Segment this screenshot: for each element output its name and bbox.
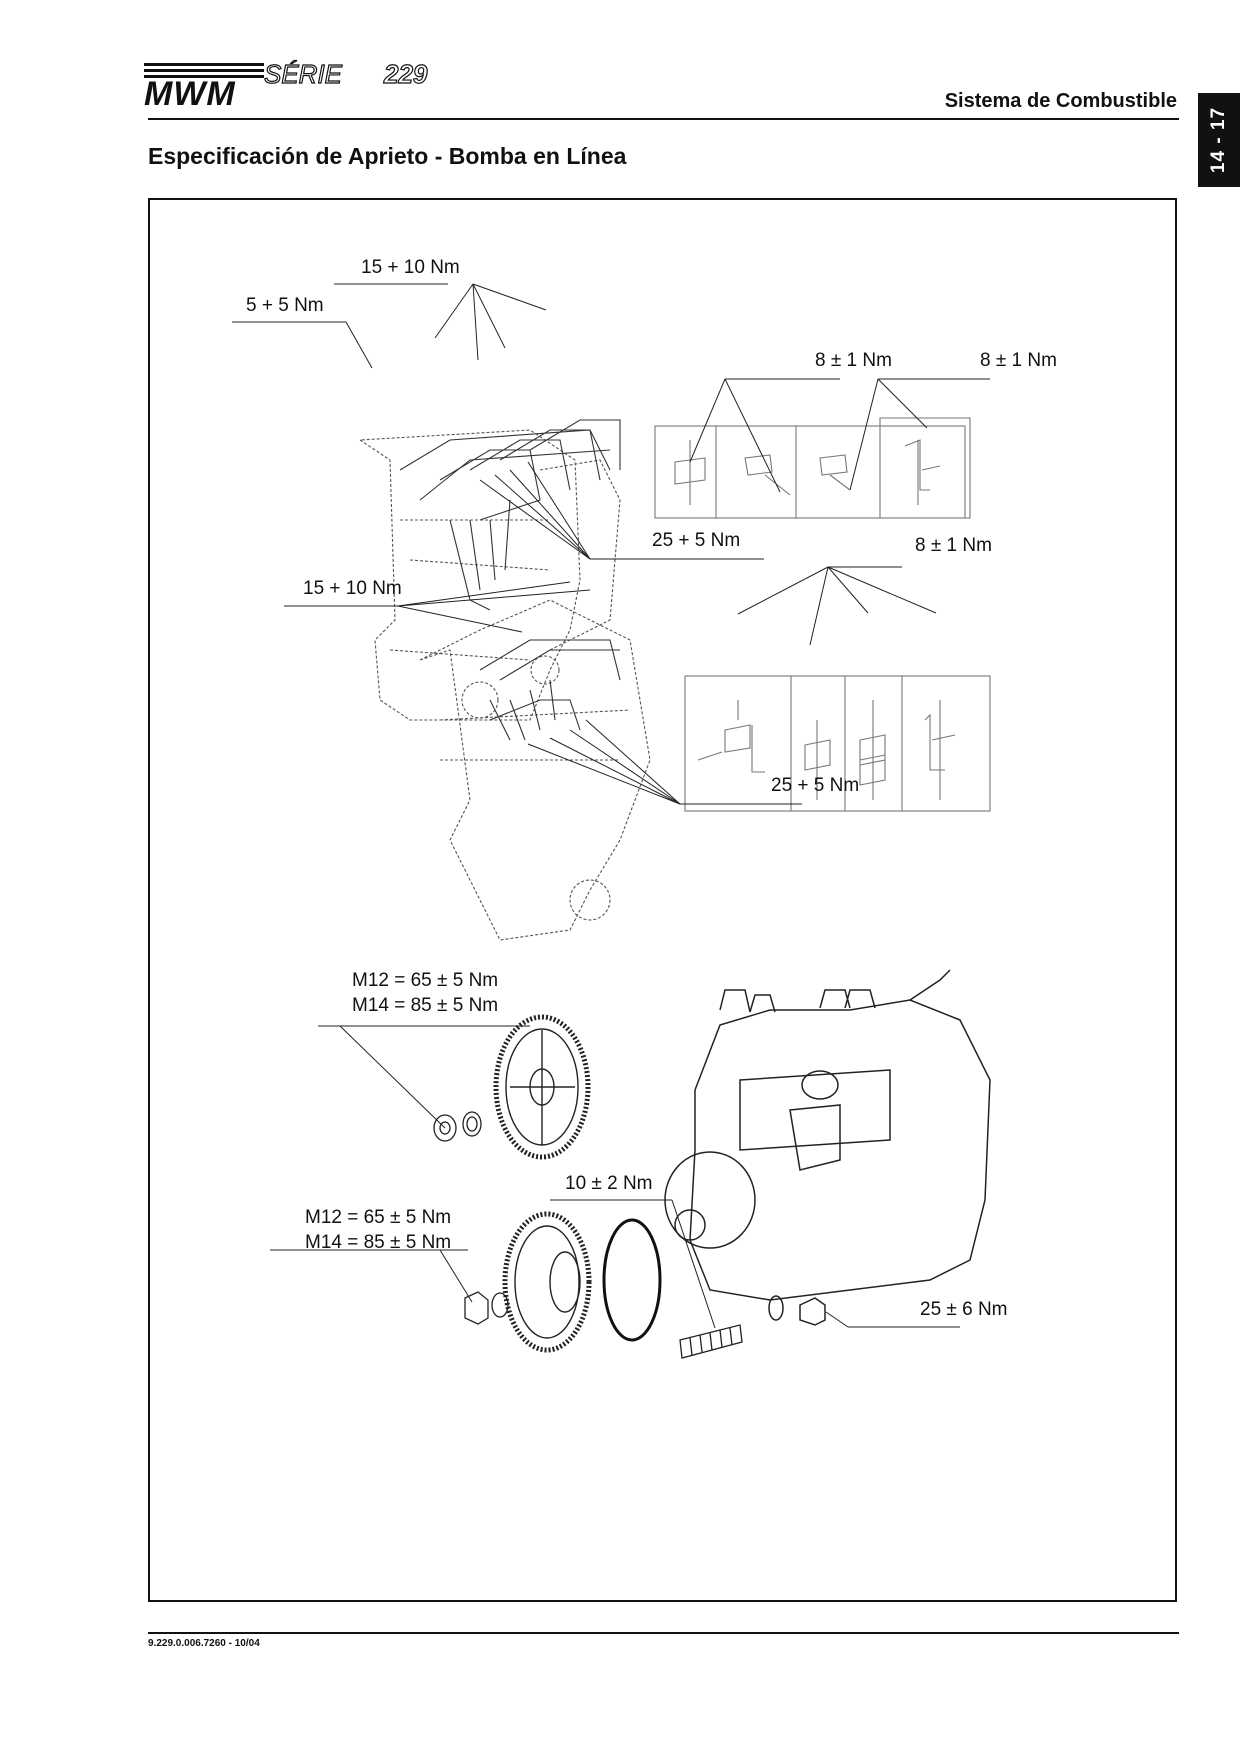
o-ring <box>602 1218 662 1342</box>
engine-illustration-bottom <box>419 599 651 941</box>
label-clamp-set-c: 8 ± 1 Nm <box>915 535 992 556</box>
torque-diagram <box>232 283 991 1359</box>
header-rule <box>148 118 1179 120</box>
label-gear-lower-m14: M14 = 85 ± 5 Nm <box>305 1232 452 1253</box>
section-title: Sistema de Combustible <box>944 90 1177 112</box>
label-second-engine-upper: 15 + 10 Nm <box>303 578 402 599</box>
label-pump-nut: 25 ± 6 Nm <box>920 1299 1008 1320</box>
label-gear-lower-m12: M12 = 65 ± 5 Nm <box>305 1207 452 1228</box>
svg-text:SÉRIE: SÉRIE <box>264 59 343 89</box>
lower-gear <box>502 1211 592 1353</box>
label-top-engine-injectors: 25 + 5 Nm <box>652 530 741 551</box>
svg-text:MWM: MWM <box>144 75 236 113</box>
footer-rule <box>148 1632 1179 1634</box>
label-gear-upper-m14: M14 = 85 ± 5 Nm <box>352 995 499 1016</box>
stud <box>679 1324 743 1359</box>
figure-frame: 15 + 10 Nm 5 + 5 Nm 25 + 5 Nm 8 ± 1 Nm 8… <box>148 198 1177 1602</box>
lower-nut-washer <box>464 1291 509 1325</box>
page-title: Especificación de Aprieto - Bomba en Lín… <box>148 143 627 169</box>
fuel-lines-bottom <box>479 639 621 741</box>
upper-nut-washer <box>433 1111 482 1142</box>
engine-illustration-top <box>358 429 621 721</box>
label-top-engine-upper: 15 + 10 Nm <box>361 257 460 278</box>
label-stud: 10 ± 2 Nm <box>565 1173 653 1194</box>
injection-pump <box>664 969 991 1326</box>
page-number: 14 - 17 <box>1208 106 1229 174</box>
mwm-logo: MWM SÉRIE 229 <box>144 55 474 115</box>
label-gear-upper-m12: M12 = 65 ± 5 Nm <box>352 970 499 991</box>
label-second-engine-injectors: 25 + 5 Nm <box>771 775 860 796</box>
label-clamp-set-a: 8 ± 1 Nm <box>815 350 892 371</box>
clamp-panel-top <box>654 417 971 519</box>
svg-text:229: 229 <box>383 59 428 89</box>
mwm-logo-graphic: MWM SÉRIE 229 <box>144 58 429 113</box>
label-top-engine-left: 5 + 5 Nm <box>246 295 324 316</box>
upper-gear <box>493 1014 591 1160</box>
leader-lines <box>232 283 990 1329</box>
clamp-panel-bottom <box>684 675 991 812</box>
label-clamp-set-b: 8 ± 1 Nm <box>980 350 1057 371</box>
fuel-lines-top <box>399 419 621 611</box>
document-code: 9.229.0.006.7260 - 10/04 <box>148 1638 260 1649</box>
page-tab: 14 - 17 <box>1198 93 1240 187</box>
